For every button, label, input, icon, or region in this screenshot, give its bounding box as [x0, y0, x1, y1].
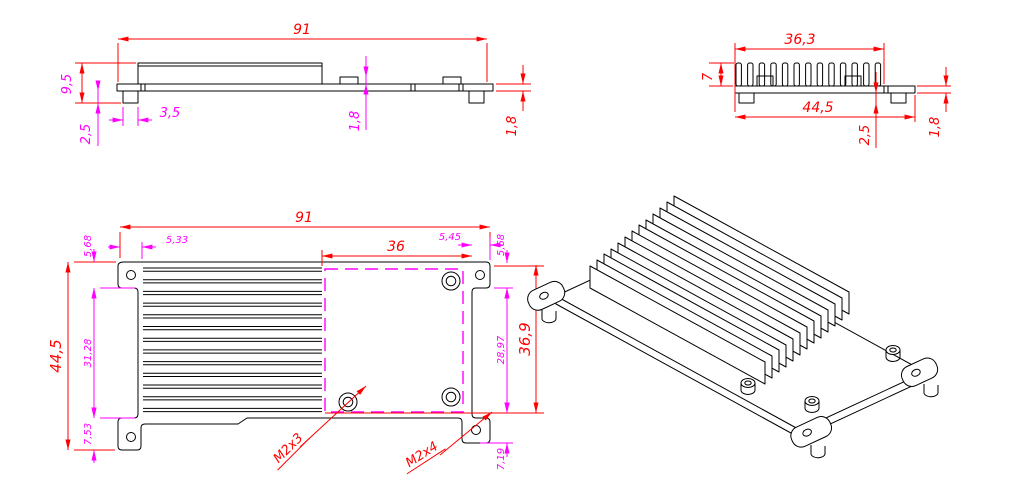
iso-standoff-3	[885, 345, 901, 362]
boss-left	[339, 76, 359, 84]
thread-callout-m2x4: M2x4	[403, 439, 446, 475]
dim-plan-overall-width: 44,5	[47, 339, 65, 372]
side-view: 91 9,5 2,5 3,5 1,8 1,8	[60, 22, 531, 146]
ear-hole-top-right	[475, 270, 485, 280]
dim-plan-ear-height-right: 5,68	[496, 234, 507, 256]
dim-end-plate-thickness: 1,8	[928, 117, 943, 138]
plan-view: 91 5,33 36 5,45 5,68 31,28 7,53 44,5 5,6…	[47, 210, 544, 475]
dim-plan-hole-inset-right: 5,45	[439, 232, 461, 243]
base-plate	[116, 83, 494, 92]
iso-standoff-1	[740, 378, 756, 395]
dim-side-overall-height: 9,5	[60, 74, 75, 95]
plate-outline	[117, 261, 491, 451]
dim-plan-pcb-zone-width: 36	[387, 239, 405, 255]
iso-standoff-2	[804, 396, 820, 413]
dim-side-plate-thickness: 1,8	[505, 116, 520, 137]
dim-end-fin-height: 7	[701, 72, 716, 81]
end-view: 36,3 7 44,5 2,5 1,8	[701, 32, 951, 148]
counterbore-hole-bottom-left	[338, 392, 358, 412]
dim-side-boss-height: 1,8	[348, 111, 363, 132]
boss-right	[442, 76, 462, 84]
leader-m2x4	[439, 411, 493, 456]
foot-left	[122, 91, 139, 104]
foot-right	[468, 91, 485, 104]
dim-plan-ear-height-left: 5,68	[83, 235, 94, 257]
ear-hole-top-left	[126, 270, 136, 280]
dim-plan-overall-length: 91	[295, 210, 313, 226]
counterbore-hole-bottom-right	[441, 387, 461, 407]
fin-lines	[143, 267, 322, 413]
pcb-footprint-dashed	[324, 268, 464, 413]
dim-side-foot-width: 3,5	[160, 106, 181, 121]
heatsink-block	[137, 62, 323, 84]
iso-ear-right	[900, 357, 939, 398]
iso-ear-bottom	[790, 416, 833, 459]
foot-right	[890, 92, 907, 104]
isometric-view	[527, 195, 939, 459]
thread-callout-m2x3: M2x3	[271, 431, 311, 471]
dim-end-fin-zone-width: 36,3	[784, 32, 815, 48]
ear-hole-bottom-right	[471, 425, 481, 435]
dim-plan-ear-bottom-right: 7,19	[496, 448, 507, 470]
dim-side-foot-height: 2,5	[79, 124, 94, 145]
ear-hole-bottom-left	[126, 432, 136, 442]
iso-fin-array	[589, 195, 850, 385]
leader-m2x3	[299, 385, 367, 448]
dim-end-foot-height: 2,5	[858, 125, 873, 146]
fin-array	[735, 62, 882, 87]
iso-ear-left	[527, 280, 566, 324]
dim-plan-fin-inset-left: 5,33	[166, 235, 188, 246]
foot-left	[738, 92, 755, 104]
dim-plan-hole-span-height: 28,97	[496, 335, 507, 364]
svg-text:M2x3: M2x3	[271, 431, 307, 467]
dim-side-overall-length: 91	[293, 22, 311, 38]
dim-plan-ear-bottom-left: 7,53	[83, 423, 94, 445]
dim-plan-body-height: 36,9	[516, 322, 534, 355]
dim-end-overall-width: 44,5	[802, 100, 833, 116]
dim-plan-fin-zone-width: 31,28	[83, 339, 94, 368]
counterbore-hole-top-right	[441, 271, 461, 291]
